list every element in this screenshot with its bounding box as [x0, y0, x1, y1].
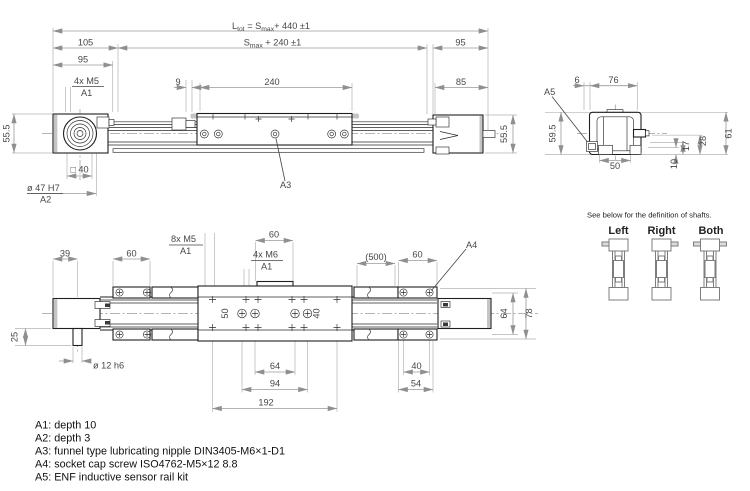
plan-view-body: [52, 248, 492, 347]
dim-50-end: 50: [610, 161, 620, 171]
dim-240: 240: [264, 77, 279, 87]
side-view: Ltot = Smax+ 440 ±1 105 Smax + 240 ±1 95…: [2, 21, 517, 205]
shaft-label-left: Left: [608, 225, 629, 237]
shaft-note: See below for the definition of shafts.: [587, 211, 712, 220]
dim-85: 85: [456, 77, 466, 87]
legend-item-a4: A4: socket cap screw ISO4762-M5×12 8.8: [35, 459, 238, 471]
dim-17: 17: [681, 141, 691, 151]
sensor-rail: [586, 141, 598, 152]
dim-9: 9: [175, 77, 180, 87]
dim-stroke-length: Smax + 240 ±1: [244, 38, 302, 50]
legend-item-a3: A3: funnel type lubricating nipple DIN34…: [35, 446, 285, 458]
side-view-dimension-lines: [11, 28, 517, 197]
shaft-definition: See below for the definition of shafts. …: [587, 211, 727, 301]
carriage-cross-marks: [209, 296, 341, 331]
dim-6: 6: [574, 75, 579, 85]
dim-78: 78: [524, 308, 534, 318]
dim-59-5: 59.5: [548, 125, 558, 143]
shaft-icon-left: [601, 238, 629, 301]
label-4x-m6: 4x M6: [253, 250, 278, 260]
label-a5: A5: [544, 87, 555, 97]
carriage-side: [190, 112, 359, 146]
label-a4: A4: [466, 240, 477, 250]
label-a1-plan-mid: A1: [261, 262, 272, 272]
dim-95-left: 95: [78, 55, 88, 65]
plan-view: 39 60 8x M5 A1 60 4x M6 A1 (500) 60 A4 2…: [10, 230, 538, 412]
label-square-40: □ 40: [70, 165, 88, 175]
shaft-icon-right: [651, 238, 679, 301]
dim-28: 28: [698, 136, 708, 146]
label-a3: A3: [280, 180, 291, 190]
side-view-body: [52, 112, 496, 182]
legend-item-a2: A2: depth 3: [35, 433, 90, 445]
legend-item-a5: A5: ENF inductive sensor rail kit: [35, 472, 188, 484]
dim-500: (500): [365, 252, 386, 262]
dim-95-top: 95: [455, 38, 465, 48]
dim-50-carriage: 50: [220, 308, 230, 318]
dim-39: 39: [60, 249, 70, 259]
dim-64-bottom: 64: [270, 361, 280, 371]
label-8x-m5: 8x M5: [171, 234, 196, 244]
carriage-screws: [199, 129, 349, 139]
shaft-label-right: Right: [647, 225, 675, 237]
dim-40-bottom: 40: [411, 361, 421, 371]
label-dia-12: ø 12 h6: [93, 361, 124, 371]
dim-25: 25: [10, 332, 20, 342]
shaft-label-both: Both: [698, 225, 723, 237]
label-a1-plan-top: A1: [180, 246, 191, 256]
end-view-body: [551, 96, 650, 156]
legend-item-a1: A1: depth 10: [35, 420, 96, 432]
label-a2: A2: [40, 195, 51, 205]
legend: A1: depth 10 A2: depth 3 A3: funnel type…: [35, 420, 285, 484]
label-4x-m5: 4x M5: [74, 76, 99, 86]
dim-94: 94: [270, 379, 280, 389]
label-a1-side: A1: [81, 88, 92, 98]
shaft-icon-both: [693, 238, 727, 301]
dim-10: 10: [669, 159, 679, 169]
dim-54: 54: [411, 379, 421, 389]
carriage-plan: [197, 280, 353, 342]
mounting-plates: [112, 286, 438, 341]
plate-screws: [115, 288, 434, 339]
dim-55-5-left: 55.5: [2, 125, 12, 143]
dim-64-side: 64: [499, 308, 509, 318]
dim-105: 105: [78, 38, 93, 48]
dim-40-carriage: 40: [312, 308, 322, 318]
dim-60-left: 60: [126, 249, 136, 259]
dim-55-5-right: 55.5: [499, 125, 509, 143]
label-dia-47: ø 47 H7: [27, 183, 60, 193]
dim-76: 76: [608, 75, 618, 85]
dim-60-right: 60: [412, 250, 422, 260]
carriage-holes: [237, 308, 313, 319]
dim-61: 61: [724, 128, 734, 138]
dim-total-length: Ltot = Smax+ 440 ±1: [232, 21, 310, 33]
end-view: 6 76 A5 59.5 61 28 17 10 50: [544, 75, 734, 171]
dim-60-mid: 60: [269, 230, 279, 240]
dim-192: 192: [258, 398, 273, 408]
